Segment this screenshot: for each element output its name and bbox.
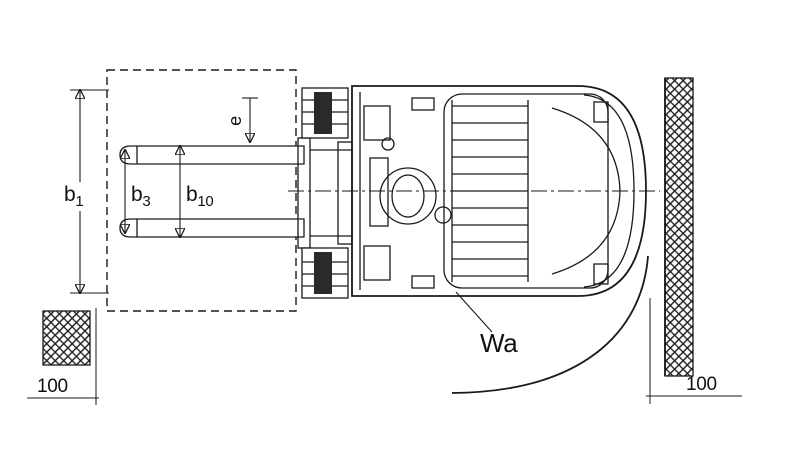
leader-line bbox=[455, 291, 493, 333]
b3-label: b3 bbox=[131, 183, 150, 210]
mast-rail bbox=[337, 141, 353, 245]
body-compartment bbox=[363, 245, 391, 281]
forklift-top-view bbox=[297, 85, 647, 299]
b1-label: b1 bbox=[64, 183, 83, 210]
fork-tine-bottom bbox=[119, 218, 305, 238]
clearance-right-dimension: 100 bbox=[646, 298, 742, 404]
rear-marker bbox=[593, 263, 609, 285]
hydraulic-cap bbox=[434, 206, 452, 224]
fork-tine-top bbox=[119, 145, 305, 165]
steering-wheel bbox=[379, 167, 437, 225]
dimension-b3: b3 bbox=[125, 150, 151, 233]
clearance-left-dimension: 100 bbox=[27, 308, 99, 405]
wa-label: Wa bbox=[480, 328, 518, 358]
right-wall bbox=[664, 77, 694, 377]
body-compartment bbox=[363, 105, 391, 141]
dimension-wa: Wa bbox=[451, 255, 649, 394]
e-label: e bbox=[225, 116, 245, 126]
front-wheel-top bbox=[314, 92, 332, 134]
clearance-right-label: 100 bbox=[686, 374, 717, 395]
dimension-b10: b10 bbox=[180, 146, 214, 237]
front-wheel-bottom bbox=[314, 252, 332, 294]
pallet-outline bbox=[106, 69, 297, 312]
detail-box bbox=[411, 97, 435, 111]
console-box bbox=[369, 157, 389, 227]
rear-marker bbox=[593, 101, 609, 123]
control-knob bbox=[381, 137, 395, 151]
clearance-left-label: 100 bbox=[37, 376, 68, 397]
turning-radius-arc bbox=[451, 255, 649, 394]
dimension-b1: b1 bbox=[64, 90, 109, 293]
dimension-e: e bbox=[225, 97, 258, 142]
obstacle-hatch-block bbox=[42, 310, 91, 366]
b10-label: b10 bbox=[186, 183, 213, 210]
fork-tines bbox=[119, 145, 305, 238]
wall-hatch-block bbox=[664, 77, 694, 377]
detail-box bbox=[411, 275, 435, 289]
steering-wheel-hub bbox=[391, 174, 425, 218]
left-obstacle-block bbox=[42, 310, 91, 366]
